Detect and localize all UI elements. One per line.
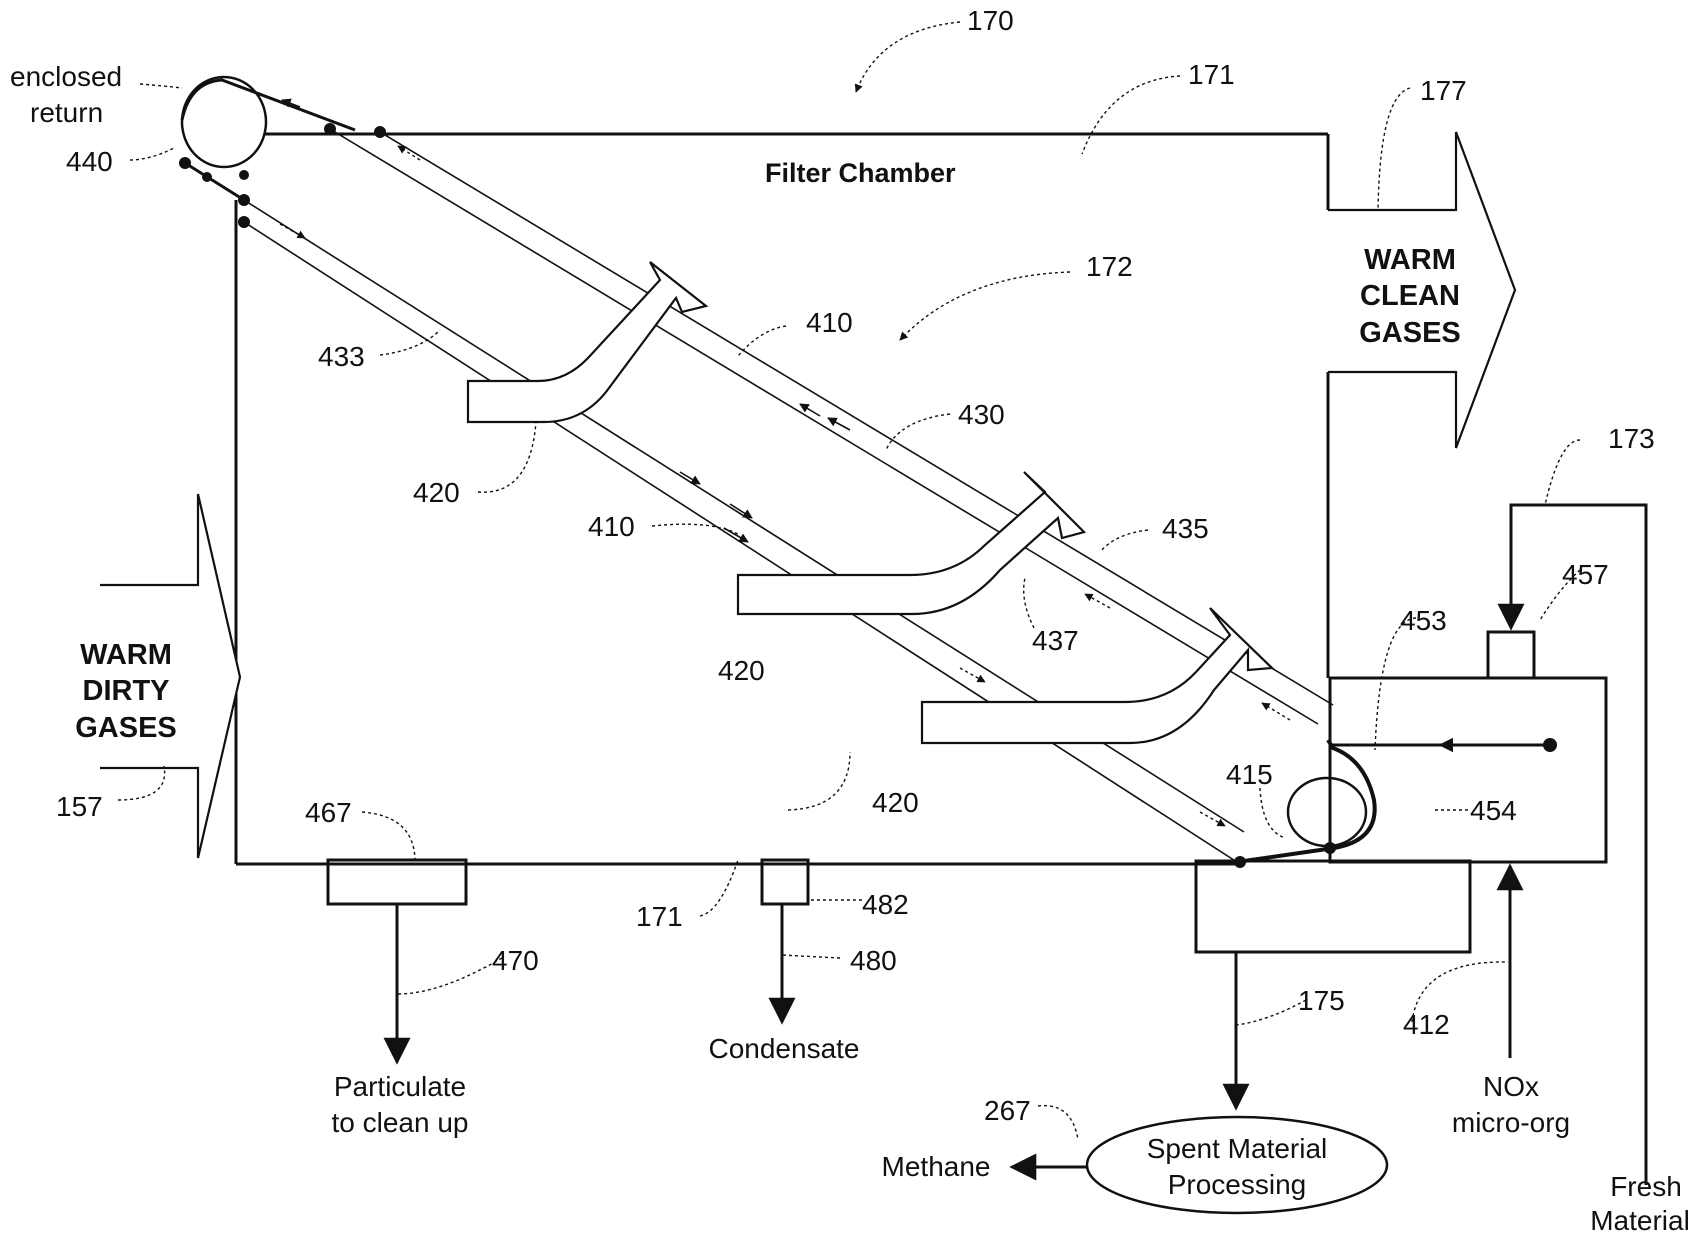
ref-420-a: 420	[413, 477, 460, 508]
ref-415: 415	[1226, 759, 1273, 790]
ref-430: 430	[958, 399, 1005, 430]
spent-collection-box	[1196, 861, 1470, 952]
warm-dirty-label-3: GASES	[75, 712, 177, 744]
ref-410-mid: 410	[588, 511, 635, 542]
warm-dirty-label-1: WARM	[80, 639, 172, 671]
ref-437: 437	[1032, 625, 1079, 656]
gas-pipe-3	[922, 608, 1272, 743]
ref-173: 173	[1608, 423, 1655, 454]
condensate-label: Condensate	[708, 1033, 859, 1064]
methane-label: Methane	[882, 1151, 991, 1182]
ref-433: 433	[318, 341, 365, 372]
nox-label-1: NOx	[1483, 1071, 1539, 1102]
ref-435: 435	[1162, 513, 1209, 544]
enclosed-return-label-2: return	[30, 97, 103, 128]
spent-material-label-1: Spent Material	[1147, 1133, 1328, 1164]
bottom-roller	[1288, 778, 1366, 846]
fresh-material-label-1: Fresh	[1610, 1171, 1682, 1202]
filter-belt	[244, 129, 1333, 864]
particulate-label-1: Particulate	[334, 1071, 466, 1102]
ref-454: 454	[1470, 795, 1517, 826]
ref-480: 480	[850, 945, 897, 976]
warm-clean-label-2: CLEAN	[1360, 280, 1460, 312]
warm-dirty-label-2: DIRTY	[83, 675, 170, 707]
ref-171-top: 171	[1188, 59, 1235, 90]
ref-470: 470	[492, 945, 539, 976]
filter-chamber-outline	[236, 134, 1328, 864]
ref-412: 412	[1403, 1009, 1450, 1040]
ref-177: 177	[1420, 75, 1467, 106]
ref-171-bottom: 171	[636, 901, 683, 932]
ref-453: 453	[1400, 605, 1447, 636]
ref-172: 172	[1086, 251, 1133, 282]
ref-467: 467	[305, 797, 352, 828]
ref-420-b: 420	[718, 655, 765, 686]
ref-157: 157	[56, 791, 103, 822]
spent-material-label-2: Processing	[1168, 1169, 1307, 1200]
ref-457: 457	[1562, 559, 1609, 590]
fresh-material-label-2: Material	[1590, 1205, 1690, 1236]
particulate-box	[328, 860, 466, 904]
ref-410-top: 410	[806, 307, 853, 338]
ref-170: 170	[967, 5, 1014, 36]
particulate-label-2: to clean up	[332, 1107, 469, 1138]
ref-440: 440	[66, 146, 113, 177]
filter-chamber-title: Filter Chamber	[765, 158, 956, 188]
condensate-trap	[762, 860, 808, 904]
nox-label-2: micro-org	[1452, 1107, 1570, 1138]
ref-175: 175	[1298, 985, 1345, 1016]
inoculation-box	[1330, 678, 1606, 862]
enclosed-return-label-1: enclosed	[10, 61, 122, 92]
gas-pipe-2	[738, 472, 1084, 614]
gas-pipe-1	[468, 262, 706, 422]
warm-clean-label-1: WARM	[1364, 244, 1456, 276]
ref-482: 482	[862, 889, 909, 920]
warm-clean-label-3: GASES	[1359, 317, 1461, 349]
ref-420-c: 420	[872, 787, 919, 818]
ref-267: 267	[984, 1095, 1031, 1126]
fresh-material-hopper	[1488, 632, 1534, 678]
return-belt-top	[179, 80, 386, 228]
